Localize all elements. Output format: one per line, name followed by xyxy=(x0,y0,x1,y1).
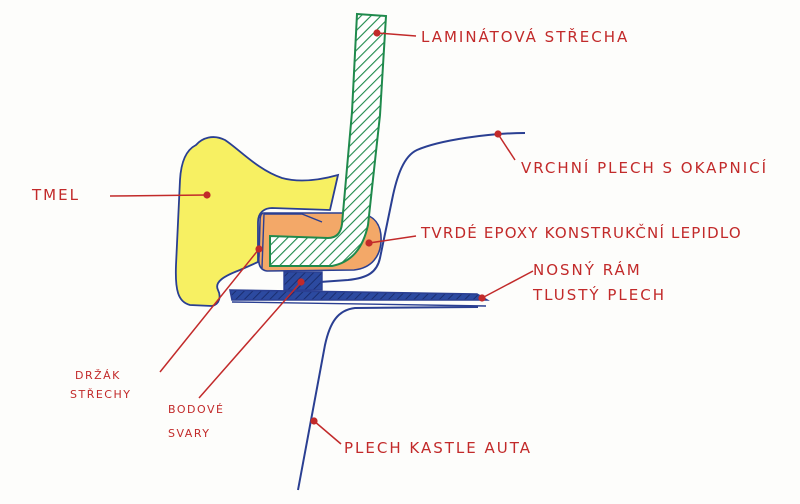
label-roof-holder-2: STŘECHY xyxy=(70,388,132,401)
laminate-roof xyxy=(269,12,388,267)
leader-lines xyxy=(109,32,534,445)
marker-dots xyxy=(203,29,502,425)
label-support-frame-1: NOSNÝ RÁM xyxy=(533,261,642,279)
label-epoxy-adhesive: TVRDÉ EPOXY KONSTRUKČNÍ LEPIDLO xyxy=(421,224,742,242)
sealant-blob xyxy=(174,136,340,307)
support-frame-sheet xyxy=(229,289,490,301)
label-support-frame-2: TLUSTÝ PLECH xyxy=(533,286,666,304)
car-body-sheet-line xyxy=(297,306,479,491)
upper-sheet-line xyxy=(319,132,526,283)
roof-holder-outline xyxy=(261,213,323,269)
label-car-body-sheet: PLECH KASTLE AUTA xyxy=(344,439,533,457)
label-roof-holder-1: DRŽÁK xyxy=(75,369,121,382)
label-upper-sheet: VRCHNÍ PLECH S OKAPNICÍ xyxy=(521,159,769,177)
label-spot-welds-2: SVARY xyxy=(168,427,211,440)
label-sealant: TMEL xyxy=(32,186,80,204)
label-spot-welds-1: BODOVÉ xyxy=(168,403,225,416)
label-laminate-roof: LAMINÁTOVÁ STŘECHA xyxy=(421,28,630,46)
